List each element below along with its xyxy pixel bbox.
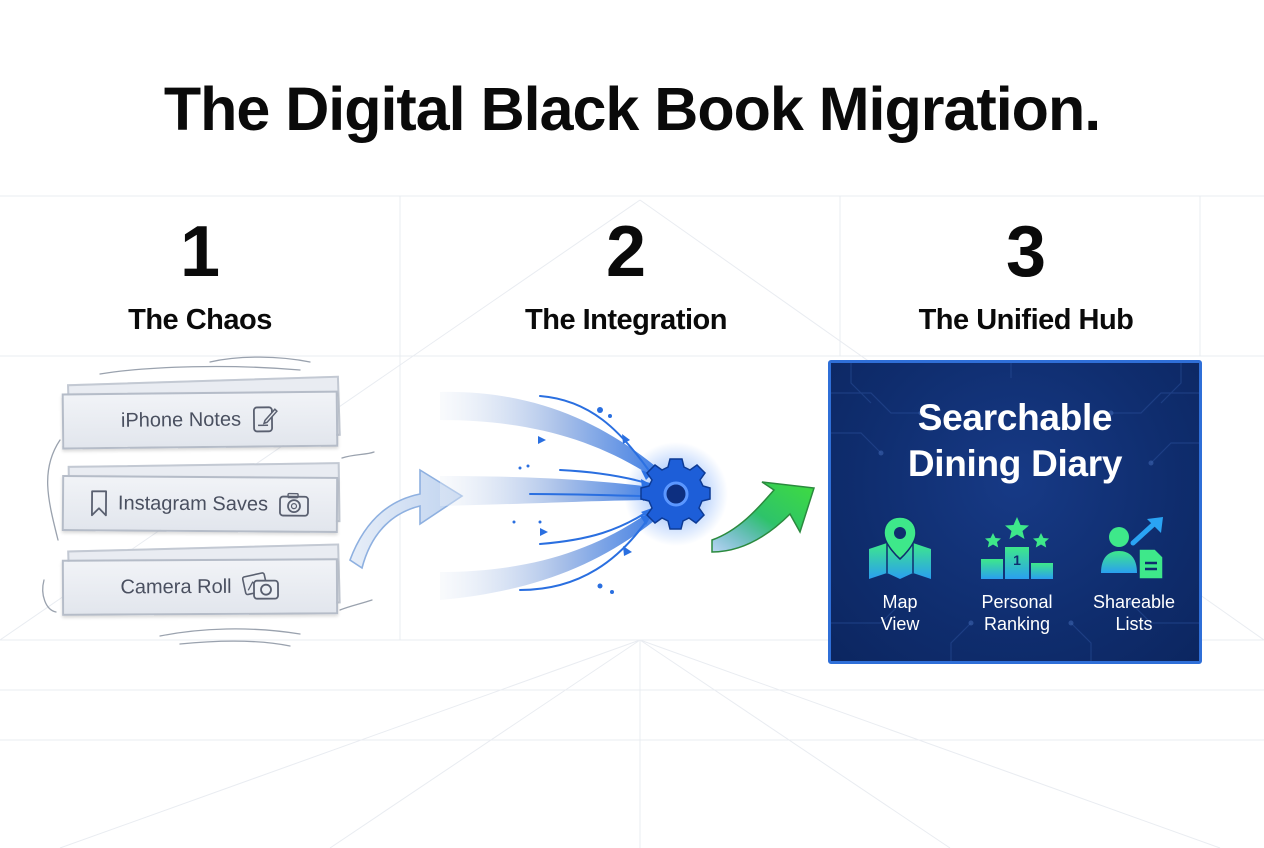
step-label: The Chaos bbox=[128, 304, 272, 336]
hub-title-line-1: Searchable bbox=[917, 397, 1113, 438]
unified-hub-panel: Searchable Dining Diary Map View bbox=[828, 360, 1202, 664]
step-2-header: 2 The Integration bbox=[476, 216, 776, 337]
svg-text:1: 1 bbox=[1013, 552, 1021, 568]
step-1-header: 1 The Chaos bbox=[80, 216, 320, 337]
feature-personal-ranking: 1 Personal Ranking bbox=[962, 515, 1072, 635]
stream-top bbox=[440, 391, 660, 482]
diagram-title: The Digital Black Book Migration. bbox=[163, 75, 1101, 143]
source-card-iphone-notes: iPhone Notes bbox=[61, 375, 343, 458]
step-label: The Integration bbox=[525, 304, 727, 336]
source-card-camera-roll: Camera Roll bbox=[61, 543, 342, 623]
circuit-pattern bbox=[831, 363, 1199, 661]
stream-middle bbox=[440, 476, 660, 506]
feature-label: Personal Ranking bbox=[981, 592, 1053, 634]
feature-label: Map View bbox=[880, 592, 920, 634]
step-3-header: 3 The Unified Hub bbox=[886, 216, 1166, 337]
notepad-pencil-icon bbox=[251, 404, 279, 434]
stream-bottom bbox=[440, 504, 660, 600]
feature-shareable-lists: Shareable Lists bbox=[1079, 515, 1189, 635]
map-pin-icon bbox=[869, 516, 931, 579]
podium-stars-icon: 1 bbox=[981, 517, 1053, 579]
hub-title: Searchable Dining Diary bbox=[831, 395, 1199, 487]
share-user-list-icon bbox=[1101, 517, 1164, 580]
source-card-instagram-saves: Instagram Saves bbox=[61, 462, 342, 541]
camera-icon bbox=[278, 492, 310, 518]
card: Camera Roll bbox=[61, 558, 339, 616]
feature-map-view: Map View bbox=[845, 515, 955, 635]
card: Instagram Saves bbox=[61, 475, 339, 533]
step-label: The Unified Hub bbox=[918, 304, 1134, 336]
step-number: 1 bbox=[179, 212, 221, 292]
integration-to-hub-arrow bbox=[711, 481, 815, 553]
step-number: 3 bbox=[1005, 212, 1047, 292]
feature-label: Shareable Lists bbox=[1092, 592, 1176, 634]
photos-icon bbox=[241, 571, 279, 603]
card: iPhone Notes bbox=[61, 390, 339, 450]
bookmark-icon bbox=[90, 489, 108, 517]
step-number: 2 bbox=[605, 212, 647, 292]
hub-title-line-2: Dining Diary bbox=[907, 443, 1123, 484]
